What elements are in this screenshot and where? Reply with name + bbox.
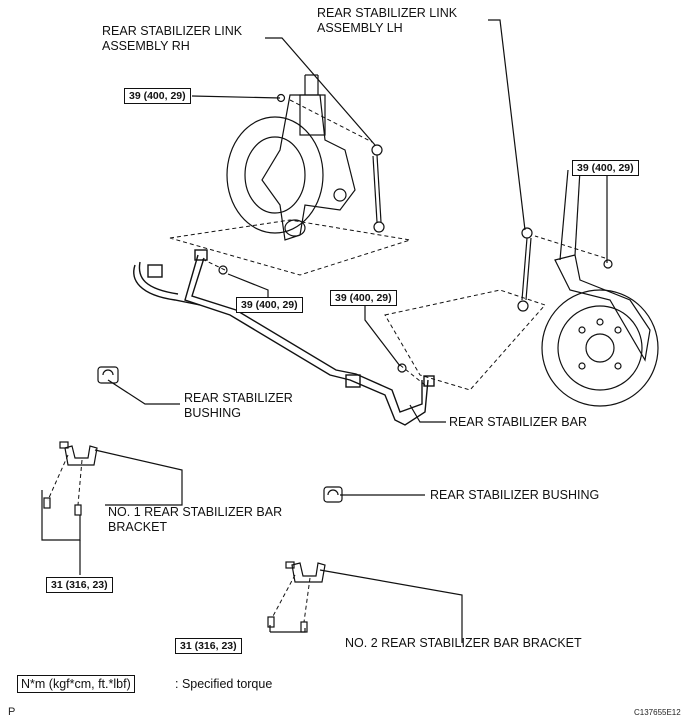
lh-disc-shape	[541, 169, 659, 407]
label-bracket2: NO. 2 REAR STABILIZER BAR BRACKET	[345, 636, 582, 650]
bracket2-shape	[267, 561, 326, 633]
page-letter: P	[8, 706, 16, 718]
rh-knuckle-shape	[226, 74, 356, 241]
stabilizer-bar-shape	[133, 249, 435, 426]
bushing-left-shape	[97, 366, 119, 384]
label-stabilizer-bar: REAR STABILIZER BAR	[449, 415, 587, 429]
label-link-lh: REAR STABILIZER LINK ASSEMBLY LH	[317, 6, 458, 35]
label-bushing-left: REAR STABILIZER BUSHING	[184, 391, 293, 420]
label-bracket1: NO. 1 REAR STABILIZER BAR BRACKET	[108, 505, 283, 534]
lh-link-shape	[517, 227, 533, 312]
torque-box-5: 31 (316, 23)	[46, 577, 113, 593]
torque-box-3: 39 (400, 29)	[236, 297, 303, 313]
torque-box-1: 39 (400, 29)	[124, 88, 191, 104]
label-link-rh: REAR STABILIZER LINK ASSEMBLY RH	[102, 24, 243, 53]
figure-code: C137655E12	[634, 708, 681, 717]
torque-box-6: 31 (316, 23)	[175, 638, 242, 654]
torque-box-4: 39 (400, 29)	[330, 290, 397, 306]
legend-units-box: N*m (kgf*cm, ft.*lbf)	[17, 675, 135, 693]
rh-link-shape	[371, 144, 385, 233]
legend-description: : Specified torque	[175, 677, 273, 691]
label-bushing-right: REAR STABILIZER BUSHING	[430, 488, 600, 502]
bushing-right-shape	[323, 486, 343, 503]
torque-box-2: 39 (400, 29)	[572, 160, 639, 176]
bracket1-shape	[43, 441, 98, 516]
